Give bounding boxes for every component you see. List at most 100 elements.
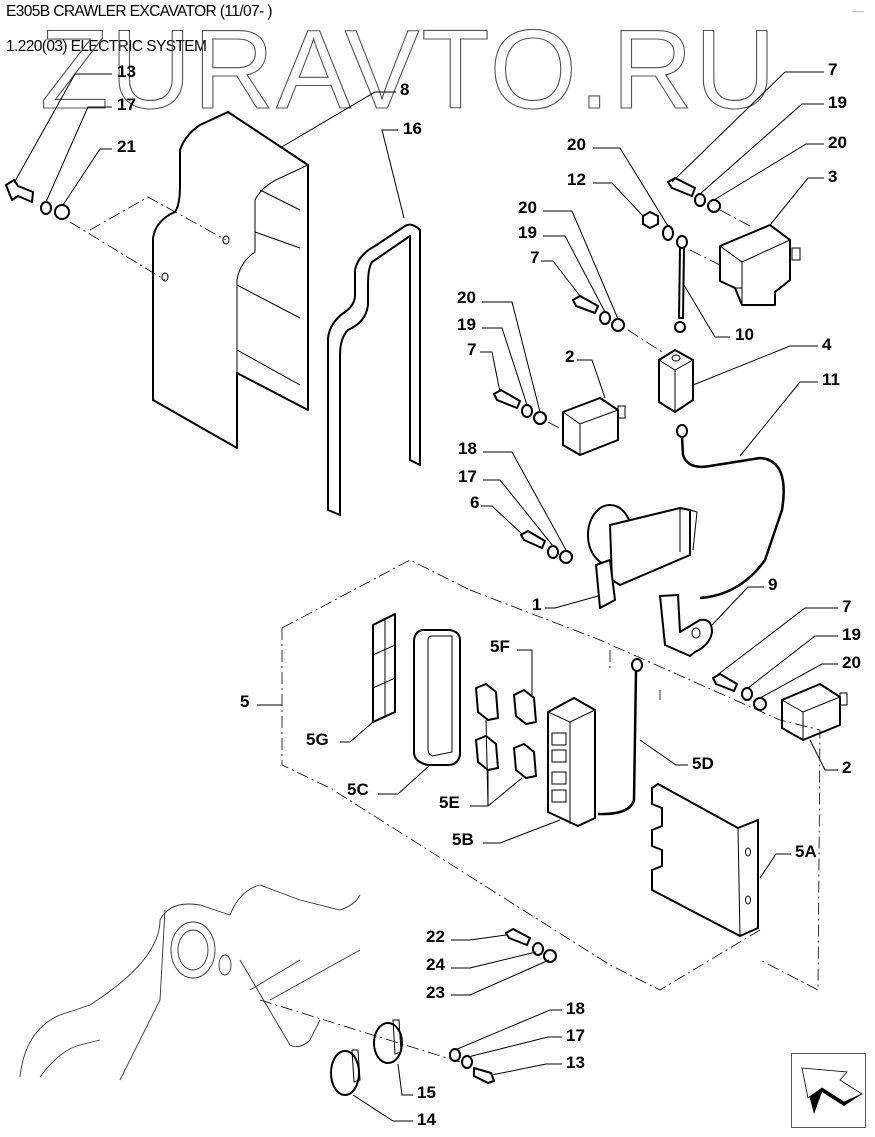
callout-1[interactable]: 1: [532, 595, 599, 614]
callout-17c[interactable]: 17: [467, 1026, 585, 1058]
part-19-washer-a[interactable]: [694, 193, 706, 207]
callout-20a[interactable]: 20: [713, 133, 847, 201]
leader-line: [467, 1036, 562, 1058]
part-2-relay-a[interactable]: [562, 397, 626, 456]
part-15-horn[interactable]: [373, 1019, 403, 1064]
part-20-washer-e[interactable]: [753, 697, 767, 711]
part-5G-label-strip[interactable]: [372, 613, 396, 723]
part-5E-fuse-a[interactable]: [475, 683, 499, 721]
callout-7d[interactable]: 7: [715, 597, 851, 677]
callout-23[interactable]: 23: [426, 959, 550, 1002]
part-5F-fuse[interactable]: [513, 689, 537, 725]
part-5D-cable[interactable]: [597, 658, 643, 816]
part-19-washer-b[interactable]: [599, 311, 611, 325]
callout-5B[interactable]: 5B: [452, 819, 561, 849]
part-17-washer-b[interactable]: [547, 545, 559, 559]
callout-2b[interactable]: 2: [809, 739, 851, 777]
callout-13[interactable]: 13: [13, 62, 136, 184]
callout-5F[interactable]: 5F: [490, 637, 533, 695]
callout-20c[interactable]: 20: [518, 198, 619, 320]
callout-5D[interactable]: 5D: [639, 739, 714, 773]
part-20-washer-d[interactable]: [533, 411, 547, 425]
part-18-washer-b[interactable]: [449, 1048, 461, 1062]
part-17-washer-c[interactable]: [461, 1055, 473, 1069]
callout-label: 8: [400, 80, 409, 99]
part-8-cover[interactable]: [152, 111, 309, 449]
callout-17[interactable]: 17: [45, 95, 136, 203]
callout-22[interactable]: 22: [426, 927, 507, 946]
callout-5C[interactable]: 5C: [347, 764, 431, 799]
part-17-washer[interactable]: [40, 201, 52, 215]
callout-7c[interactable]: 7: [467, 340, 501, 393]
part-5C-cover[interactable]: [413, 629, 461, 766]
next-page-button[interactable]: [791, 1053, 866, 1128]
callout-5G[interactable]: 5G: [306, 721, 374, 749]
callout-4[interactable]: 4: [692, 335, 832, 386]
part-20-washer-c[interactable]: [611, 318, 625, 332]
callout-5[interactable]: 5: [240, 692, 282, 711]
callout-19a[interactable]: 19: [699, 93, 847, 195]
part-19-washer-c[interactable]: [521, 404, 533, 418]
callout-5A[interactable]: 5A: [759, 842, 817, 879]
callout-17b[interactable]: 17: [458, 467, 554, 547]
callout-10[interactable]: 10: [683, 284, 754, 344]
part-3-relay[interactable]: [719, 224, 801, 306]
part-21-washer[interactable]: [54, 204, 70, 220]
part-9-bracket[interactable]: [659, 594, 713, 657]
leader-line: [639, 739, 688, 766]
part-22-bolt[interactable]: [505, 928, 531, 946]
callout-24[interactable]: 24: [426, 951, 537, 974]
callout-12[interactable]: 12: [567, 170, 644, 217]
part-20-washer-a[interactable]: [707, 199, 721, 213]
callout-21[interactable]: 21: [62, 137, 136, 206]
part-18-washer-a[interactable]: [559, 550, 573, 564]
callout-8[interactable]: 8: [279, 80, 409, 149]
callout-19c[interactable]: 19: [457, 315, 528, 406]
part-4-block[interactable]: [658, 349, 694, 413]
callout-7b[interactable]: 7: [530, 248, 581, 297]
part-5A-bracket[interactable]: [651, 783, 759, 937]
part-7-bolt-d[interactable]: [712, 673, 738, 692]
part-14-horn[interactable]: [330, 1049, 361, 1096]
callout-14[interactable]: 14: [352, 1094, 436, 1129]
part-19-washer-d[interactable]: [741, 687, 753, 701]
part-12-nut[interactable]: [642, 211, 659, 229]
callout-6[interactable]: 6: [470, 493, 523, 535]
part-7-bolt-a[interactable]: [667, 177, 696, 197]
part-13-bolt-b[interactable]: [473, 1067, 495, 1084]
callout-7a[interactable]: 7: [671, 60, 837, 183]
callout-15[interactable]: 15: [397, 1063, 436, 1102]
callout-3[interactable]: 3: [769, 167, 837, 226]
callout-11[interactable]: 11: [739, 370, 840, 457]
part-23-washer[interactable]: [543, 949, 557, 963]
leader-line: [759, 663, 838, 699]
part-2-relay-b[interactable]: [781, 683, 848, 741]
watermark: ZURAVTO.RU: [40, 7, 778, 132]
part-1-assembly[interactable]: [587, 504, 698, 609]
callout-19d[interactable]: 19: [747, 625, 861, 689]
part-24-washer[interactable]: [532, 942, 544, 956]
part-11-cable[interactable]: [676, 424, 785, 600]
callout-20b[interactable]: 20: [567, 135, 669, 227]
callout-5E[interactable]: 5E: [439, 719, 523, 812]
callout-2a[interactable]: 2: [565, 347, 606, 399]
part-5E-fuse-c[interactable]: [513, 743, 537, 779]
callout-19b[interactable]: 19: [518, 223, 606, 313]
callout-20d[interactable]: 20: [457, 288, 541, 413]
callout-16[interactable]: 16: [381, 119, 422, 219]
part-20-washer-b[interactable]: [662, 225, 674, 241]
part-6-bolt[interactable]: [520, 530, 546, 549]
callout-9[interactable]: 9: [711, 575, 777, 626]
part-5B-fuse-holder[interactable]: [547, 697, 596, 827]
callout-label: 20: [842, 653, 861, 672]
part-7-bolt-b[interactable]: [572, 295, 599, 314]
callout-13b[interactable]: 13: [491, 1053, 585, 1076]
callout-label: 19: [518, 223, 537, 242]
callout-18a[interactable]: 18: [458, 439, 567, 551]
callout-20e[interactable]: 20: [759, 653, 861, 699]
callout-18b[interactable]: 18: [454, 999, 585, 1051]
part-13-bolt[interactable]: [5, 179, 34, 203]
part-10-cable[interactable]: [674, 235, 688, 333]
part-7-bolt-c[interactable]: [493, 389, 521, 409]
part-16-rod[interactable]: [327, 223, 421, 516]
